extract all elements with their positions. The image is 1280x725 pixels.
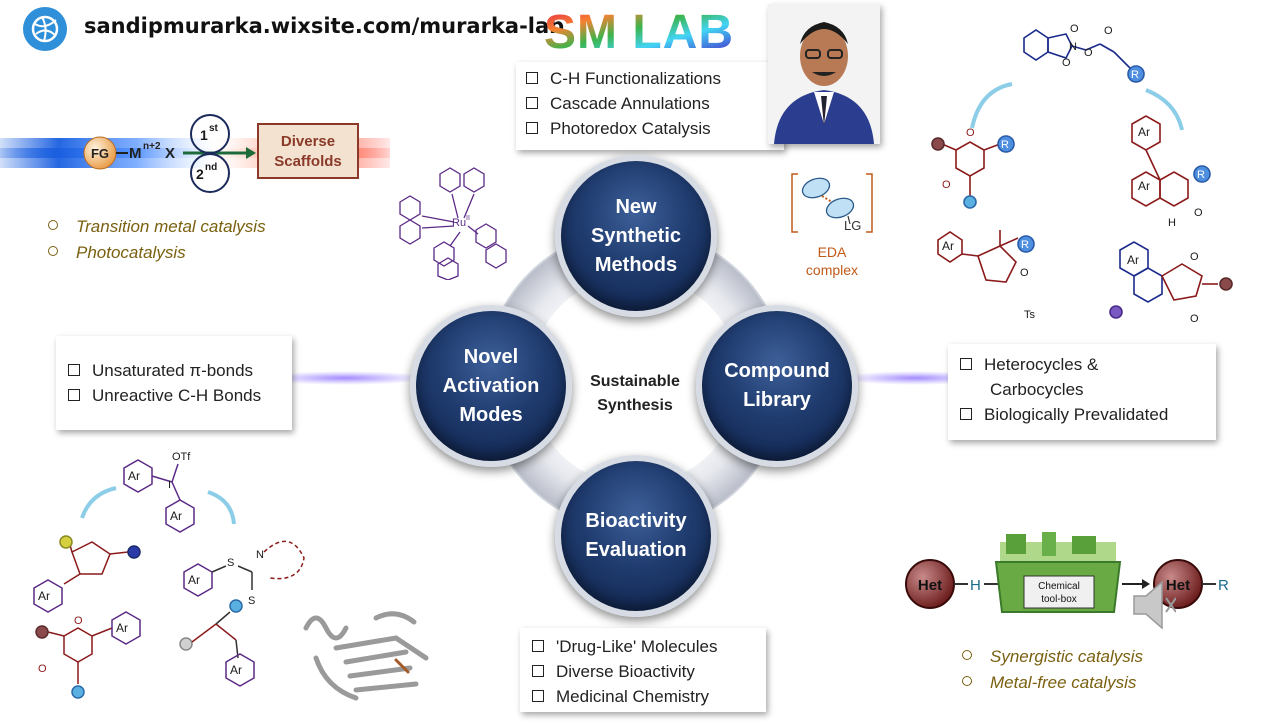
second-cycle-suffix: nd xyxy=(205,162,217,173)
toolbox-label-line1: Chemical xyxy=(1038,581,1080,592)
bottom-left-molecules: Ar Ar I OTf Ar Ar S S N xyxy=(20,448,320,720)
mol-n-label: N xyxy=(1069,41,1077,53)
mol-o-label: O xyxy=(1062,57,1071,69)
mol-o-label: O xyxy=(966,127,975,139)
mol-r-label: R xyxy=(1021,239,1029,251)
library-item: Heterocycles & xyxy=(960,352,1216,377)
leaving-group-label: LG xyxy=(844,218,861,233)
mol-o-label: O xyxy=(1190,313,1199,325)
toolbox-label-line2: tool-box xyxy=(1041,594,1077,605)
het-label: Het xyxy=(918,577,942,594)
metal-oxidation-label: n+2 xyxy=(143,141,161,152)
bottom-right-catalysis-list: Synergistic catalysis Metal-free catalys… xyxy=(962,644,1143,696)
mol-s-label: S xyxy=(248,595,255,607)
mol-o-label: O xyxy=(1190,251,1199,263)
bioactivity-card: 'Drug-Like' Molecules Diverse Bioactivit… xyxy=(520,628,766,712)
mol-ar-label: Ar xyxy=(1138,179,1150,193)
website-globe-icon[interactable] xyxy=(22,6,68,52)
library-item: Biologically Prevalidated xyxy=(960,402,1216,427)
hydrogen-label: H xyxy=(970,577,981,594)
compound-library-card: Heterocycles & Carbocycles Biologically … xyxy=(948,344,1216,440)
mol-r-label: R xyxy=(1001,139,1009,151)
mol-o-label: O xyxy=(1194,207,1203,219)
activation-target-item: Unsaturated π-bonds xyxy=(68,358,292,383)
mol-s-label: S xyxy=(227,557,234,569)
bioactivity-item: 'Drug-Like' Molecules xyxy=(532,634,766,659)
mol-ar-label: Ar xyxy=(1127,253,1139,267)
scaffold-line2: Scaffolds xyxy=(274,153,342,170)
mol-o-label: O xyxy=(38,663,47,675)
sm-lab-logo: SM LAB xyxy=(544,4,734,67)
fg-label: FG xyxy=(91,146,109,161)
catalysis-item: Synergistic catalysis xyxy=(962,644,1143,670)
left-glow-line xyxy=(260,371,430,385)
research-areas-card: C-H Functionalizations Cascade Annulatio… xyxy=(516,62,784,150)
protein-structure-image xyxy=(296,598,446,710)
catalysis-item: Metal-free catalysis xyxy=(962,670,1143,696)
mol-h-label: H xyxy=(1168,217,1176,229)
top-left-catalysis-list: Transition metal catalysis Photocatalysi… xyxy=(48,214,266,266)
eda-complex-graphic: LG EDA complex xyxy=(784,168,880,280)
first-cycle-label: 1 xyxy=(200,127,208,143)
bioactivity-item: Diverse Bioactivity xyxy=(532,659,766,684)
mol-ar-label: Ar xyxy=(128,469,140,483)
pi-portrait-photo xyxy=(768,4,880,144)
toolbox-graphic: Het H Chemical tool-box Het R xyxy=(896,532,1246,636)
second-cycle-label: 2 xyxy=(196,166,204,182)
scaffold-line1: Diverse xyxy=(281,133,335,150)
research-area-item: C-H Functionalizations xyxy=(526,66,774,91)
mol-i-label: I xyxy=(168,479,171,491)
eda-label-line2: complex xyxy=(805,262,859,278)
metal-label: M xyxy=(129,145,142,162)
mol-o-label: O xyxy=(74,615,83,627)
mol-ar-label: Ar xyxy=(188,573,200,587)
mol-ts-label: Ts xyxy=(1024,309,1036,321)
mol-r-label: R xyxy=(1131,69,1139,81)
mol-ar-label: Ar xyxy=(116,621,128,635)
mol-o-label: O xyxy=(1020,267,1029,279)
mol-ar-label: Ar xyxy=(942,239,954,253)
mol-o-label: O xyxy=(1070,23,1079,35)
toolbox-icon: Chemical tool-box xyxy=(994,532,1122,613)
mol-n-label: N xyxy=(256,549,264,561)
halide-label: X xyxy=(165,145,175,162)
mol-r-label: R xyxy=(1197,169,1205,181)
ru-label: Ru xyxy=(452,217,466,229)
research-area-item: Cascade Annulations xyxy=(526,91,774,116)
eda-label-line1: EDA xyxy=(817,244,847,260)
mol-otf-label: OTf xyxy=(172,451,191,463)
bioactivity-item: Medicinal Chemistry xyxy=(532,684,766,709)
speaker-muted-icon[interactable] xyxy=(1130,578,1177,632)
first-cycle-suffix: st xyxy=(209,123,219,134)
mol-ar-label: Ar xyxy=(170,509,182,523)
top-right-molecules: O O N O O R R O O Ar Ar R xyxy=(920,20,1260,340)
activation-targets-card: Unsaturated π-bonds Unreactive C-H Bonds xyxy=(56,336,292,430)
catalysis-item: Transition metal catalysis xyxy=(48,214,266,240)
activation-target-item: Unreactive C-H Bonds xyxy=(68,383,292,408)
activation-beam-graphic: FG M n+2 X 1 st 2 nd Diverse Scaffolds xyxy=(0,100,390,210)
lab-website-link[interactable]: sandipmurarka.wixsite.com/murarka-lab xyxy=(84,14,565,38)
mol-o-label: O xyxy=(1104,25,1113,37)
library-item-continuation: Carbocycles xyxy=(990,380,1084,399)
mol-o-label: O xyxy=(942,179,951,191)
mol-ar-label: Ar xyxy=(230,663,242,677)
mol-o-label: O xyxy=(1084,47,1093,59)
mol-ar-label: Ar xyxy=(38,589,50,603)
r-group-label: R xyxy=(1218,577,1229,594)
logo-text: SM LAB xyxy=(544,6,734,56)
ruthenium-bipyridyl-complex: Ru II xyxy=(390,160,530,281)
research-area-item: Photoredox Catalysis xyxy=(526,116,774,141)
ru-oxidation-label: II xyxy=(466,215,470,222)
catalysis-item: Photocatalysis xyxy=(48,240,266,266)
het-label: Het xyxy=(1166,577,1190,594)
mol-ar-label: Ar xyxy=(1138,125,1150,139)
